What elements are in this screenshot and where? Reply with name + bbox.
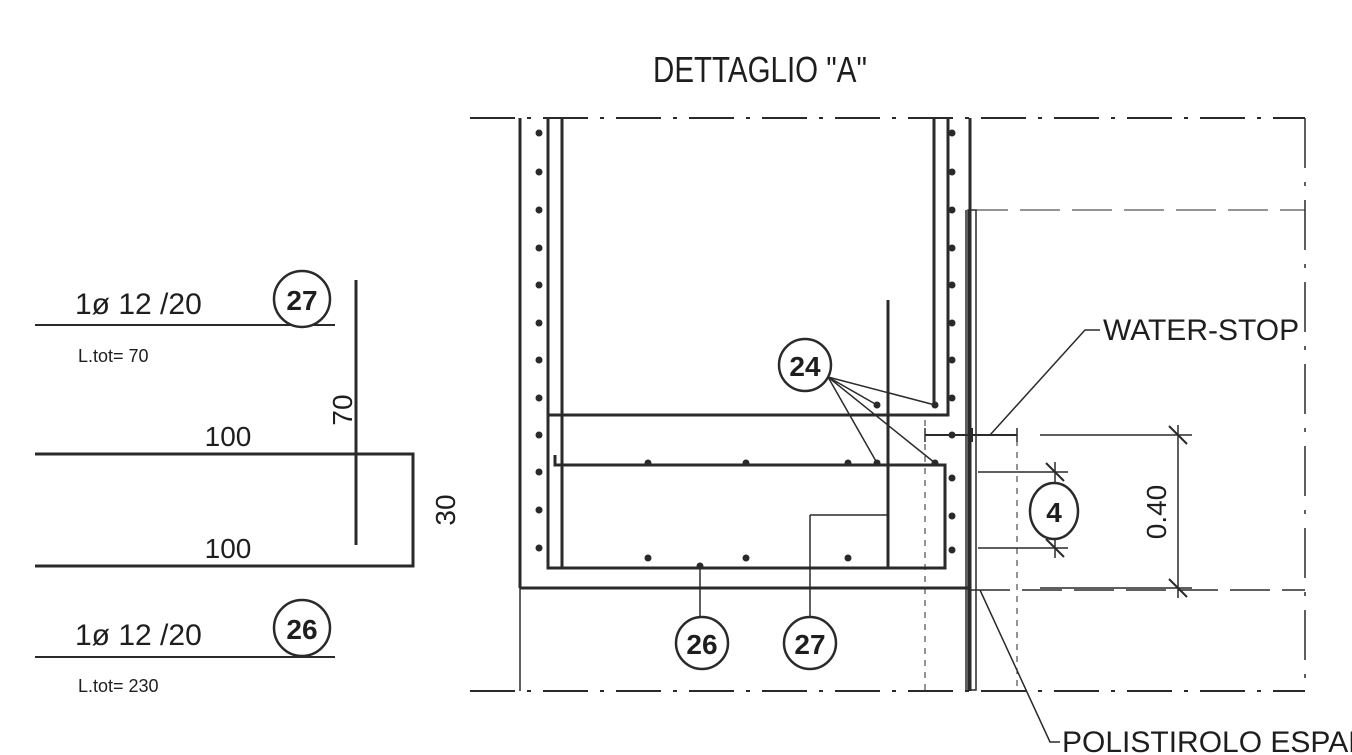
bar-schedule-26: 1ø 12 /20 26 L.tot= 230 — [35, 598, 335, 696]
bar-26-dim-vertical: 30 — [430, 494, 461, 525]
detail-title: DETTAGLIO "A" — [653, 49, 867, 89]
callout-27-bubble — [782, 615, 838, 671]
bar-27-dim-vertical: 70 — [327, 394, 358, 425]
bar-shape-26: 100 100 30 — [35, 421, 461, 568]
bar-26-spec: 1ø 12 /20 — [75, 619, 202, 652]
callout-24-bubble — [777, 337, 833, 393]
bar-schedule-27: 1ø 12 /20 27 L.tot= 70 — [35, 269, 335, 366]
callout-26: 26 — [686, 629, 717, 660]
bar-26-mark: 26 — [286, 614, 317, 645]
bar-26-length: L.tot= 230 — [78, 676, 159, 696]
bar-27-dim-horizontal: 100 — [205, 421, 252, 452]
polystyrene-label: POLISTIROLO ESPANSO — [1062, 726, 1352, 755]
section-detail: 24 26 27 WATER-STOP 4 0.40 POLISTIROLO — [470, 117, 1352, 755]
callout-24: 24 — [789, 351, 821, 382]
bar-27-spec: 1ø 12 /20 — [75, 288, 202, 321]
bar-shape-27: 70 — [327, 280, 358, 545]
dim-height: 0.40 — [1141, 485, 1172, 540]
bar-26-dim-horizontal: 100 — [205, 533, 252, 564]
bar-27-length: L.tot= 70 — [78, 346, 149, 366]
bar-27-mark: 27 — [286, 285, 317, 316]
water-stop-label: WATER-STOP — [1103, 314, 1299, 347]
callout-26-bubble — [674, 615, 730, 671]
callout-4: 4 — [1046, 497, 1062, 528]
callout-27: 27 — [794, 629, 825, 660]
callout-4-bubble — [1028, 481, 1080, 541]
